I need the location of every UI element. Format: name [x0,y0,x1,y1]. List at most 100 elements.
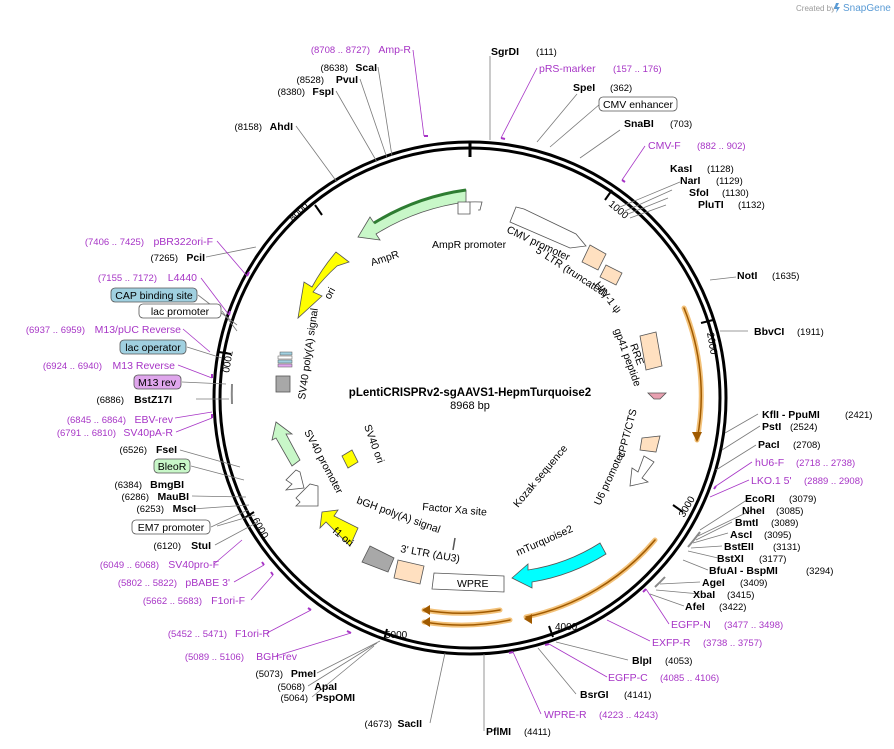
primer-f1ori-f-range: (5662 .. 5683) [143,596,202,607]
sv40-ori-box[interactable] [341,449,359,469]
site-bstxi[interactable]: BstXI [717,553,744,565]
primer-cmv-f[interactable]: CMV-F [648,140,681,152]
site-stui[interactable]: StuI [191,540,211,552]
site-agei[interactable]: AgeI [702,577,725,589]
primer-wpre-r[interactable]: WPRE-R [544,709,587,721]
f1-ori-arrow[interactable] [319,509,359,547]
site-pcii[interactable]: PciI [186,252,205,264]
tick-2000: 2000 [704,332,719,356]
site-bsrgi[interactable]: BsrGI [580,689,609,701]
box-bleor[interactable] [153,458,191,474]
site-spei[interactable]: SpeI [573,82,595,94]
site-pluti-pos: (1132) [738,200,765,211]
gp41-peptide[interactable] [647,392,667,400]
primer-prs-marker[interactable]: pRS-marker [539,63,596,75]
rre-box[interactable] [639,331,663,371]
box-lac-operator[interactable] [119,339,187,355]
site-bstz17i[interactable]: BstZ17I [134,394,172,406]
site-nari[interactable]: NarI [680,175,701,187]
mturquoise2-arrow[interactable] [511,542,607,589]
site-sacii[interactable]: SacII [397,718,422,730]
primer-hu6-f[interactable]: hU6-F [755,457,784,469]
site-psti[interactable]: PstI [762,421,781,433]
primer-ebv-rev[interactable]: EBV-rev [134,414,173,426]
primer-egfp-c[interactable]: EGFP-C [608,672,648,684]
site-bmti[interactable]: BmtI [735,517,758,529]
site-pflmi-pos: (4411) [524,727,551,738]
site-bmgbi[interactable]: BmgBI [150,479,184,491]
cmv-promoter-arrow[interactable] [509,206,587,249]
site-afei[interactable]: AfeI [685,601,705,613]
site-pmei[interactable]: PmeI [291,668,316,680]
site-msci[interactable]: MscI [173,503,196,515]
site-sfoi[interactable]: SfoI [689,187,709,199]
site-ahdi[interactable]: AhdI [270,121,293,133]
site-spei-pos: (362) [610,83,632,94]
bleor-arrow[interactable] [271,421,301,467]
bgh-polya-box[interactable] [361,545,395,573]
site-bsteii[interactable]: BstEII [724,541,754,553]
box-em7-promoter[interactable] [131,519,211,535]
site-kfli[interactable]: KflI - PpuMI [762,409,820,421]
primer-ampr[interactable]: Amp-R [378,44,411,56]
site-pluti[interactable]: PluTI [698,199,724,211]
site-scai[interactable]: ScaI [355,62,377,74]
primer-bgh-rev[interactable]: BGH-rev [256,651,298,663]
box-lac-promoter[interactable] [138,303,222,319]
orf-arrowhead-2 [524,614,532,624]
site-xbai[interactable]: XbaI [693,589,715,601]
primer-sv40pa-r[interactable]: SV40pA-R [123,427,173,439]
site-pvui[interactable]: PvuI [336,74,358,86]
hiv-psi-box[interactable] [599,264,623,286]
ori-arrow[interactable] [297,251,350,320]
site-apai[interactable]: ApaI [314,681,337,693]
primer-m13puc[interactable]: M13/pUC Reverse [95,324,182,336]
em7-arrow[interactable] [295,483,319,507]
site-fsei[interactable]: FseI [156,444,177,456]
primer-f1ori-f[interactable]: F1ori-F [211,595,245,607]
box-cmv-enhancer[interactable] [598,96,678,112]
site-leader-lines [179,56,761,731]
site-snabi[interactable]: SnaBI [624,118,654,130]
site-maubi[interactable]: MauBI [158,491,190,503]
primer-m13-reverse[interactable]: M13 Reverse [113,360,176,372]
primer-pbr322[interactable]: pBR322ori-F [153,236,213,248]
sv40-promoter-arrow[interactable] [284,469,305,491]
site-nari-pos: (1129) [716,176,743,187]
ampr-arrow[interactable] [357,189,467,241]
wpre-box[interactable] [431,572,505,593]
site-asci-pos: (3095) [764,530,791,541]
site-asci[interactable]: AscI [730,529,752,541]
site-sgrdi[interactable]: SgrDI [491,46,519,58]
site-pspomi[interactable]: PspOMI [316,692,355,704]
site-pflmi[interactable]: PflMI [486,726,511,738]
site-stui-pos: (6120) [154,541,181,552]
primer-l4440[interactable]: L4440 [168,272,197,284]
site-bbvci[interactable]: BbvCI [754,326,784,338]
site-nhei[interactable]: NheI [742,505,765,517]
primer-cmv-f-range: (882 .. 902) [697,141,746,152]
box-lac-promoter-label: lac promoter [151,306,210,318]
primer-f1ori-r[interactable]: F1ori-R [235,628,270,640]
site-paci[interactable]: PacI [758,439,780,451]
primer-pbabe[interactable]: pBABE 3' [185,577,230,589]
box-m13-rev[interactable] [133,374,182,390]
site-fspi[interactable]: FspI [312,86,334,98]
box-cap-binding[interactable] [110,287,198,303]
5ltr-box[interactable] [581,244,607,271]
primer-sv40pro-f[interactable]: SV40pro-F [168,559,219,571]
site-blpi-pos: (4053) [665,656,692,667]
site-ecori[interactable]: EcoRI [745,493,775,505]
primer-egfp-n[interactable]: EGFP-N [671,619,711,631]
primer-exfp-r[interactable]: EXFP-R [652,637,691,649]
cppt-box[interactable] [639,435,661,453]
3ltr-box[interactable] [393,559,425,585]
site-blpi[interactable]: BlpI [632,655,652,667]
u6-promoter-arrow[interactable] [629,455,655,487]
sv40-polya-box[interactable] [275,375,291,393]
primer-lko[interactable]: LKO.1 5' [751,475,792,487]
site-bfuai[interactable]: BfuAI - BspMI [709,565,778,577]
site-noti[interactable]: NotI [737,270,757,282]
site-kasi[interactable]: KasI [670,163,692,175]
